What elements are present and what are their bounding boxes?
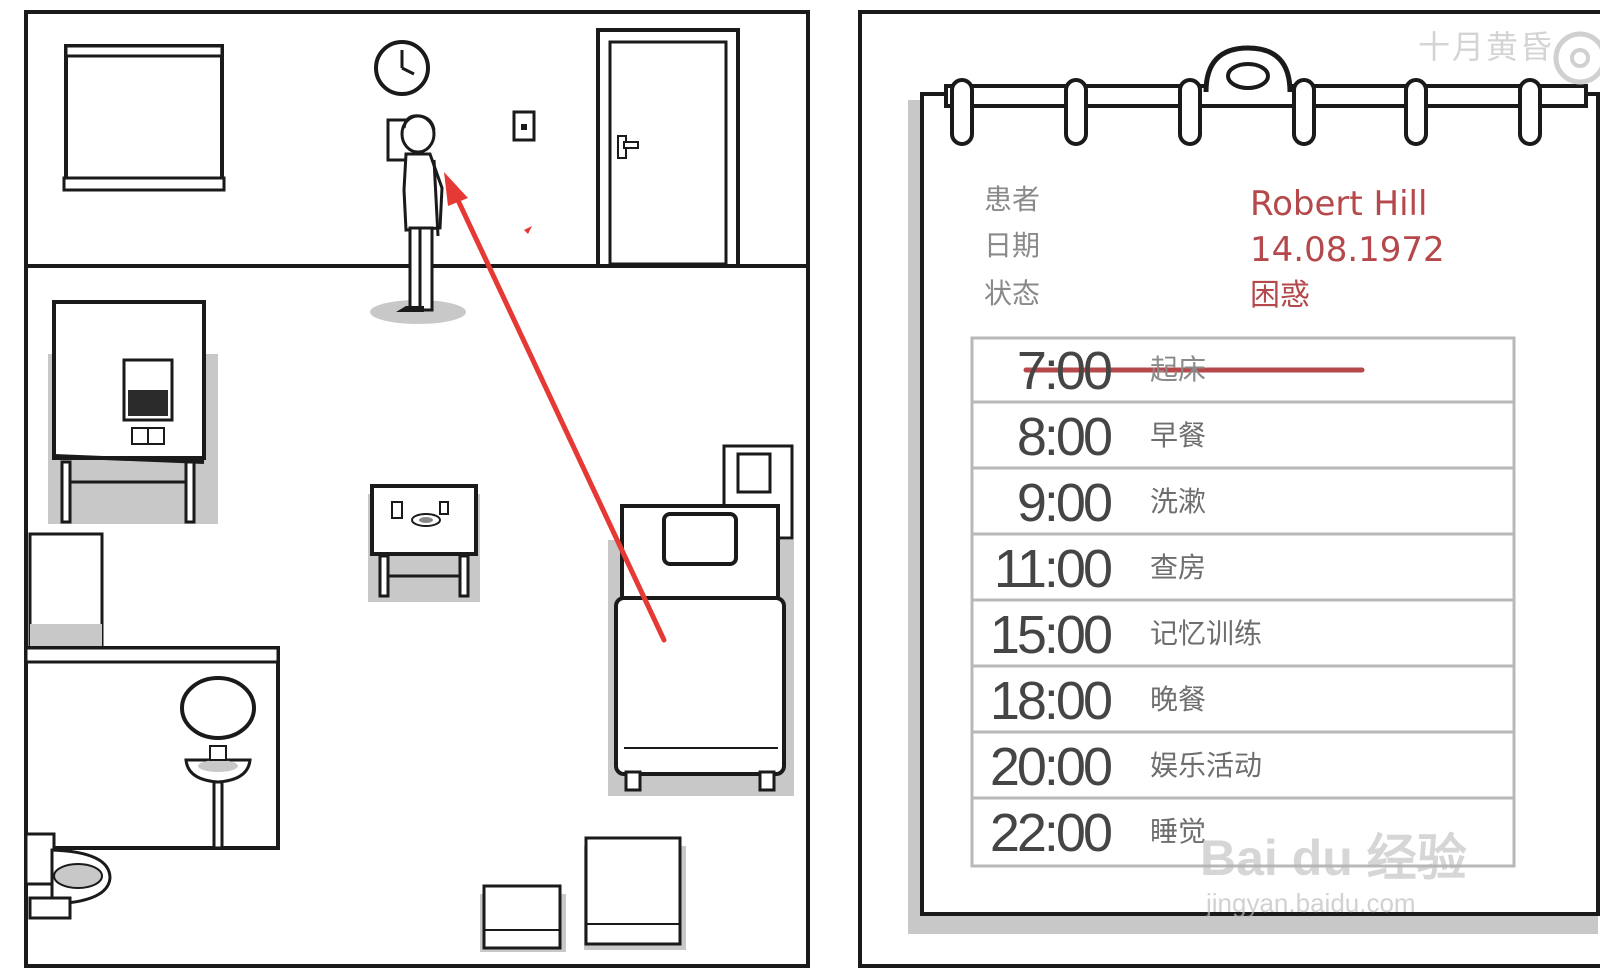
schedule-time: 7:00 [1016,341,1113,401]
patient-name: Robert Hill [1250,184,1428,224]
schedule-activity: 晚餐 [1150,683,1207,716]
schedule-time: 22:00 [989,803,1113,863]
watermark-logo: Bai du 经验 [1200,830,1467,886]
schedule-time: 8:00 [1016,407,1113,467]
schedule-activity: 早餐 [1150,419,1207,452]
watermark-top: 十月黄昏 [1417,28,1554,66]
schedule-time: 20:00 [989,737,1113,797]
schedule-activity: 查房 [1150,551,1207,584]
patient-status: 困惑 [1250,278,1310,313]
label-date: 日期 [984,229,1041,262]
schedule-activity: 睡觉 [1150,815,1207,848]
schedule-activity: 记忆训练 [1150,617,1263,650]
schedule-time: 11:00 [993,539,1113,599]
schedule-activity: 娱乐活动 [1150,749,1263,782]
room-panel [24,10,810,968]
schedule-activity: 洗漱 [1150,485,1207,518]
schedule-time: 15:00 [989,605,1113,665]
schedule-time: 18:00 [989,671,1113,731]
schedule-time: 9:00 [1016,473,1113,533]
watermark-url: jingyan.baidu.com [1206,888,1416,918]
label-patient: 患者 [984,183,1041,216]
schedule-activity: 起床 [1150,353,1207,386]
label-status: 状态 [984,277,1041,310]
patient-date: 14.08.1972 [1250,230,1445,270]
